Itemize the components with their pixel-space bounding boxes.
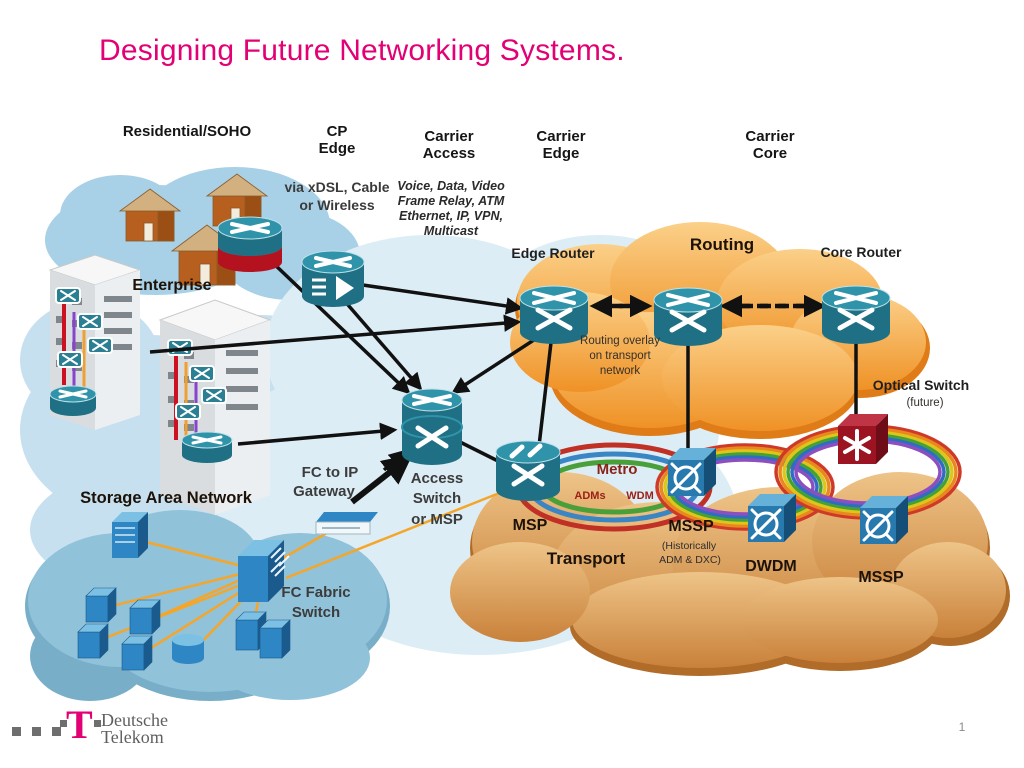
- label-fc-fabric-line1: FC Fabric: [281, 584, 350, 601]
- campus-router-icon: [181, 431, 233, 463]
- optical-switch-cube-icon: [838, 414, 888, 464]
- label-services-line4: Multicast: [424, 224, 479, 238]
- logo-digit: [60, 720, 67, 727]
- logo-digit: [32, 727, 41, 736]
- label-fc-fabric-line2: Switch: [292, 604, 340, 621]
- connection-lines: [149, 260, 858, 505]
- label-via-xdsl-line2: or Wireless: [299, 197, 375, 213]
- label-access-switch-line1: Access: [411, 470, 464, 487]
- label-mssp-left-sub1: (Historically: [662, 540, 717, 552]
- mssp-right-cube-icon: [860, 496, 908, 544]
- label-routing-overlay-line2: on transport: [589, 350, 651, 362]
- header-carrier-access-line2: Access: [423, 145, 476, 162]
- header-carrier-edge-line2: Edge: [543, 145, 580, 162]
- label-mssp-left: MSSP: [668, 518, 714, 535]
- label-fc-to-ip: FC to IP: [302, 464, 359, 481]
- san-devices: [77, 512, 378, 671]
- storage-array-icon: [112, 512, 148, 558]
- label-enterprise: Enterprise: [132, 277, 211, 294]
- brand-line1: Deutsche: [101, 710, 168, 730]
- page-number: 1: [958, 720, 966, 734]
- label-services-line2: Frame Relay, ATM: [398, 194, 505, 208]
- label-edge-router: Edge Router: [511, 245, 595, 261]
- header-carrier-access-line1: Carrier: [424, 128, 473, 145]
- label-optical-switch-future: (future): [906, 397, 943, 409]
- house-icon: [118, 188, 182, 242]
- logo-digit: [12, 727, 21, 736]
- disk-icon: [172, 634, 204, 664]
- label-routing-overlay-line1: Routing overlay: [580, 335, 660, 347]
- label-storage-area-network: Storage Area Network: [80, 489, 253, 507]
- core-router-icon: [821, 285, 891, 344]
- lan-switch-icons: [55, 287, 227, 420]
- telekom-t-icon: T: [66, 702, 93, 747]
- san-fiber-lines: [99, 486, 513, 657]
- label-fc-gateway: Gateway: [293, 483, 355, 500]
- label-mssp-left-sub2: ADM & DXC): [659, 554, 721, 566]
- label-via-xdsl-line1: via xDSL, Cable: [284, 179, 389, 195]
- server-icons: [77, 587, 291, 671]
- enterprise-buildings: [48, 254, 272, 515]
- label-transport: Transport: [547, 549, 626, 568]
- logo-digit: [94, 720, 101, 727]
- cp-edge-router-icon: [301, 250, 365, 307]
- access-switch-icon: [401, 388, 463, 465]
- mssp-left-cube-icon: [668, 448, 716, 496]
- label-wdm: WDM: [626, 490, 654, 502]
- label-mssp-right: MSSP: [858, 569, 904, 586]
- header-residential-soho: Residential/SOHO: [123, 123, 252, 140]
- header-cp-edge-line1: CP: [327, 123, 348, 140]
- slide-footer: T Deutsche Telekom: [0, 700, 1024, 768]
- label-services-line1: Voice, Data, Video: [397, 179, 505, 193]
- label-routing-overlay-line3: network: [600, 365, 641, 377]
- fc-ip-gateway-icon: [315, 512, 378, 535]
- fc-fabric-switch-icon: [238, 540, 290, 602]
- header-carrier-core-line1: Carrier: [745, 128, 794, 145]
- label-optical-switch: Optical Switch: [873, 377, 969, 393]
- label-dwdm: DWDM: [745, 558, 797, 575]
- campus-router-icon: [49, 385, 97, 416]
- brand-name: Deutsche Telekom: [101, 710, 168, 747]
- label-access-switch-line2: Switch: [413, 490, 461, 507]
- msp-device-icon: [495, 440, 561, 501]
- routing-router-icon: [653, 287, 723, 346]
- header-carrier-edge-line1: Carrier: [536, 128, 585, 145]
- residential-gateway-icon: [217, 216, 283, 272]
- label-msp: MSP: [513, 517, 548, 534]
- label-metro: Metro: [597, 461, 638, 478]
- dwdm-cube-icon: [748, 494, 796, 542]
- header-carrier-core-line2: Core: [753, 145, 787, 162]
- label-services-line3: Ethernet, IP, VPN,: [399, 209, 503, 223]
- brand-line2: Telekom: [101, 727, 164, 747]
- label-core-router: Core Router: [821, 244, 902, 260]
- label-access-switch-line3: or MSP: [411, 511, 463, 528]
- label-adms: ADMs: [574, 490, 605, 502]
- logo-digit: [52, 727, 61, 736]
- header-cp-edge-line2: Edge: [319, 140, 356, 157]
- edge-router-icon: [519, 285, 589, 344]
- label-routing: Routing: [690, 235, 754, 254]
- slide-title: Designing Future Networking Systems.: [99, 34, 625, 67]
